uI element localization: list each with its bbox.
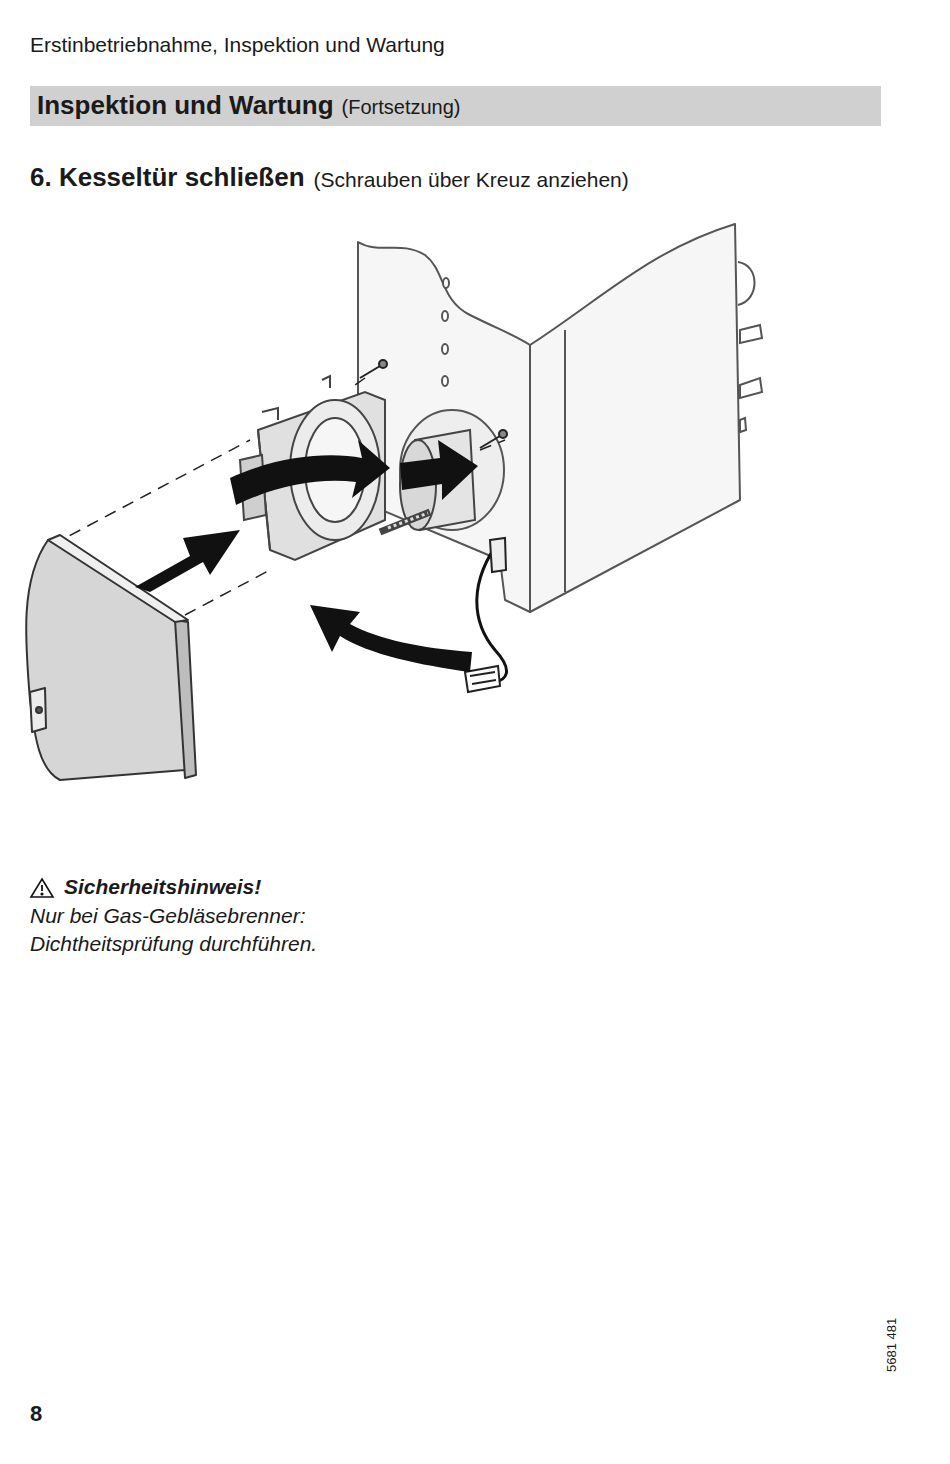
- section-subtitle: (Fortsetzung): [342, 96, 461, 118]
- safety-text: Nur bei Gas-Gebläsebrenner: Dichtheitspr…: [30, 902, 415, 959]
- step-heading: 6. Kesseltür schließen: [30, 162, 305, 193]
- arrow-rotate: [230, 440, 390, 505]
- safety-heading: Sicherheitshinweis!: [64, 874, 261, 899]
- running-header: Erstinbetriebnahme, Inspektion und Wartu…: [30, 32, 445, 57]
- section-title: Inspektion und Wartung: [37, 90, 334, 120]
- arrow-insert: [400, 440, 478, 500]
- document-number: 5681 481: [884, 1318, 900, 1372]
- arrow-hood: [135, 530, 240, 592]
- step-note: (Schrauben über Kreuz anziehen): [314, 167, 629, 192]
- arrow-plug: [310, 605, 472, 672]
- page-number: 8: [30, 1401, 42, 1427]
- warning-symbol: [31, 879, 53, 897]
- boiler-side: [530, 224, 740, 612]
- section-band: Inspektion und Wartung (Fortsetzung): [30, 86, 881, 126]
